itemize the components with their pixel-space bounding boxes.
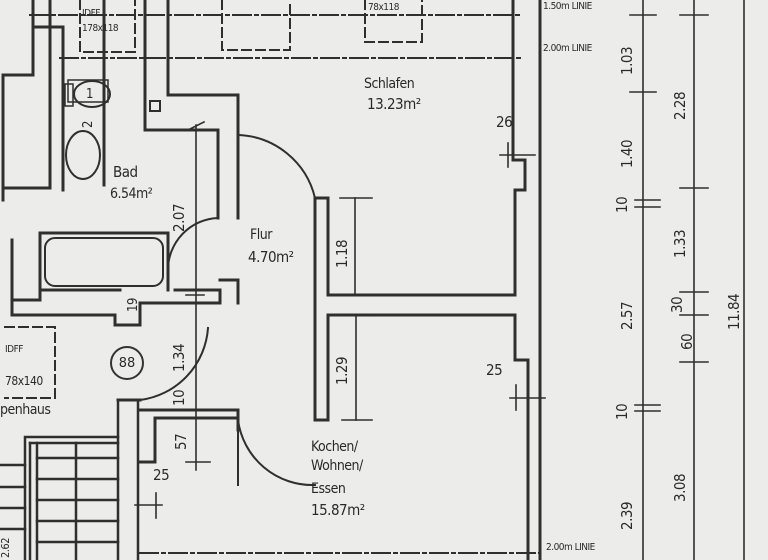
room-kochen-line2: Wohnen/ <box>311 458 363 474</box>
wc-number: 2 <box>81 121 96 128</box>
dim-2-57: 2.57 <box>618 301 636 330</box>
room-kochen-area: 15.87m² <box>311 501 365 519</box>
schlafen-window-label: 78x118 <box>368 2 399 13</box>
room-bad-name: Bad <box>113 163 138 181</box>
treppenhaus-window-label-2: 78x140 <box>5 374 43 388</box>
treppenhaus-window-label-1: IDFF <box>5 344 23 355</box>
room-bad-area: 6.54m² <box>110 186 153 202</box>
dim-2-62: 2.62 <box>0 537 12 558</box>
dim-1-18: 1.18 <box>333 239 351 268</box>
height-line-150-label: 1.50m LINIE <box>543 1 592 12</box>
dim-3-08: 3.08 <box>671 473 689 502</box>
dim-57: 57 <box>172 433 190 450</box>
height-lines <box>29 14 541 554</box>
dim-26: 26 <box>496 113 513 131</box>
dim-1-03: 1.03 <box>618 46 636 75</box>
dim-30: 30 <box>668 296 686 313</box>
dim-1-34: 1.34 <box>170 343 188 372</box>
room-flur-name: Flur <box>250 227 272 243</box>
dim-10-left: 10 <box>170 389 188 406</box>
height-line-200-top-label: 2.00m LINIE <box>543 43 592 54</box>
circle-marker-88: 88 <box>110 346 144 380</box>
height-line-200-bottom-label: 2.00m LINIE <box>546 542 595 553</box>
dim-10-b: 10 <box>613 403 631 420</box>
bad-window-label-1: IDFF <box>82 8 100 19</box>
room-schlafen-name: Schlafen <box>364 76 415 92</box>
dim-25-left: 25 <box>153 466 170 484</box>
dim-60: 60 <box>678 333 696 350</box>
dim-2-07: 2.07 <box>170 203 188 232</box>
bad-window-label-2: 178x118 <box>82 23 119 34</box>
dim-1-33: 1.33 <box>671 229 689 258</box>
dim-10-a: 10 <box>613 196 631 213</box>
room-kochen-line3: Essen <box>311 481 346 497</box>
room-kochen-line1: Kochen/ <box>311 439 358 455</box>
wc-marker: 1 <box>86 87 93 102</box>
dim-2-39: 2.39 <box>618 501 636 530</box>
room-flur-area: 4.70m² <box>248 248 294 266</box>
dim-19: 19 <box>126 298 141 312</box>
room-treppenhaus-name: penhaus <box>0 402 51 418</box>
dim-1-29: 1.29 <box>333 356 351 385</box>
dim-25-right: 25 <box>486 361 503 379</box>
dim-1-40: 1.40 <box>618 139 636 168</box>
room-schlafen-area: 13.23m² <box>367 95 421 113</box>
dim-11-84: 11.84 <box>725 293 743 330</box>
dim-2-28: 2.28 <box>671 91 689 120</box>
